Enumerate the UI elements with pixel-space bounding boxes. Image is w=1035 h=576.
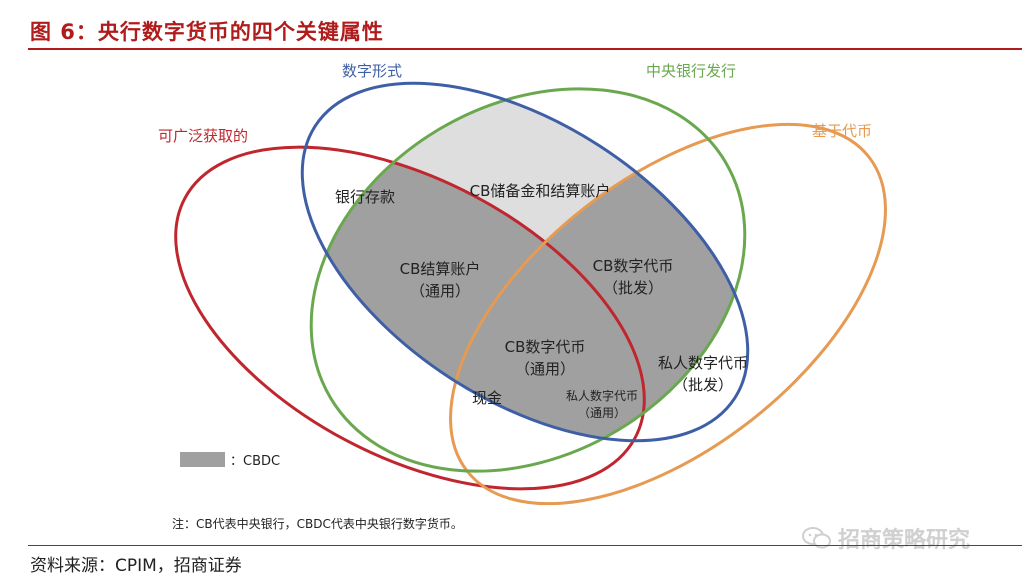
footnote: 注：CB代表中央银行，CBDC代表中央银行数字货币。 — [172, 516, 463, 531]
region-cb-reserves: CB储备金和结算账户 — [470, 182, 611, 200]
central-bank-ellipse — [309, 87, 747, 473]
region-private-wholesale-line1: 私人数字代币 — [658, 354, 748, 372]
set-label-token: 基于代币 — [812, 122, 872, 140]
region-private-general-line1: 私人数字代币 — [566, 388, 638, 403]
region-cb-digital-general-line2: （通用） — [515, 360, 575, 378]
source-divider — [28, 545, 1022, 546]
set-label-digital: 数字形式 — [342, 62, 402, 80]
legend-swatch-cbdc — [180, 452, 225, 467]
accessible-ellipse — [174, 145, 646, 491]
legend-label-cbdc: ：CBDC — [230, 454, 280, 469]
venn-diagram: 数字形式 中央银行发行 基于代币 可广泛获取的 银行存款 CB储备金和结算账户 … — [158, 11, 887, 531]
watermark: 招商策略研究 — [802, 522, 970, 554]
region-cb-digital-wholesale-line1: CB数字代币 — [593, 257, 674, 275]
region-bank-deposit: 银行存款 — [335, 188, 395, 206]
figure-title: 图 6：央行数字货币的四个关键属性 — [30, 20, 384, 44]
set-label-accessible: 可广泛获取的 — [158, 127, 248, 145]
region-cb-digital-general-line1: CB数字代币 — [505, 338, 586, 356]
region-private-wholesale-line2: （批发） — [673, 376, 733, 394]
region-cash: 现金 — [472, 389, 502, 407]
source-text: 资料来源：CPIM，招商证券 — [30, 556, 242, 576]
wechat-icon — [802, 527, 831, 549]
region-private-general-line2: （通用） — [578, 406, 626, 420]
region-cb-digital-wholesale-line2: （批发） — [603, 279, 663, 297]
set-label-central-bank: 中央银行发行 — [646, 62, 736, 80]
region-cb-settlement-line2: （通用） — [410, 282, 470, 300]
region-cb-settlement-line1: CB结算账户 — [400, 260, 481, 278]
digital-ellipse — [300, 81, 750, 443]
title-divider — [28, 48, 1022, 50]
watermark-text: 招商策略研究 — [838, 528, 971, 553]
